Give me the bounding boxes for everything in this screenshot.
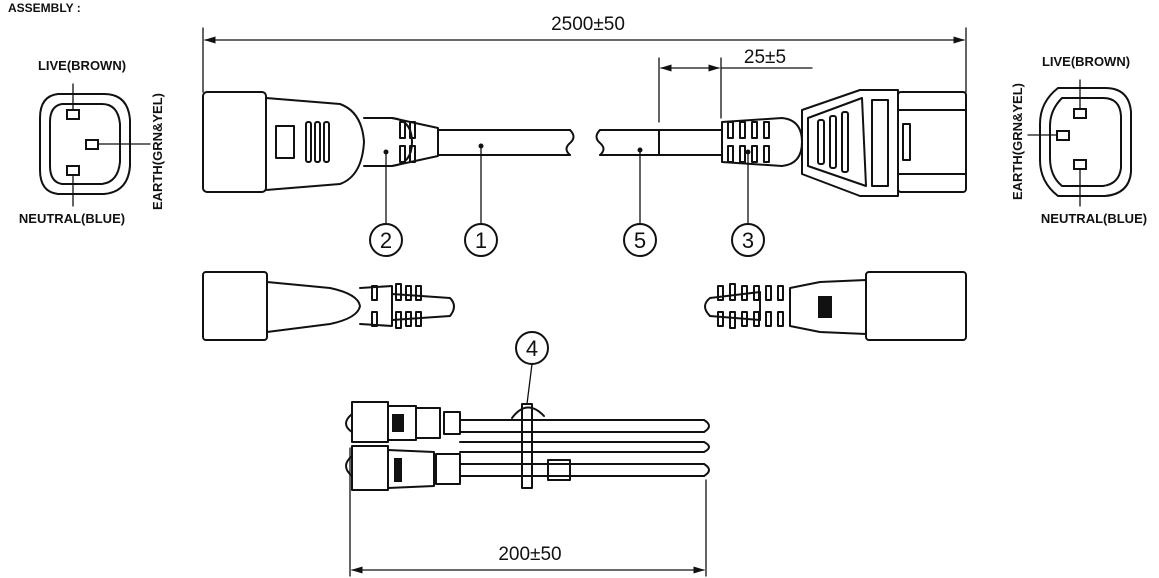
cable-tie-callout: 4: [515, 331, 549, 405]
right-connector-top: [721, 89, 967, 197]
right-neutral-pin: [1073, 159, 1087, 170]
callout-label-2: 2: [380, 228, 392, 253]
right-neutral-label: NEUTRAL(BLUE): [1041, 211, 1147, 226]
coil-length-label: 200±50: [498, 544, 561, 565]
overall-length-label: 2500±50: [551, 14, 625, 35]
callout-label-4: 4: [526, 336, 538, 361]
callout-label-5: 5: [634, 228, 646, 253]
coil-length-dimension: 200±50: [349, 447, 707, 577]
left-live-label: LIVE(BROWN): [38, 58, 126, 73]
overall-length-dimension: 2500±50: [202, 14, 967, 93]
callout-5: 5: [623, 223, 657, 257]
left-plug-face: LIVE(BROWN) EARTH(GRN&YEL) NEUTRAL(BLUE): [19, 58, 165, 226]
cable-top-left: [437, 129, 575, 156]
coiled-cable-bundle: [345, 401, 710, 491]
right-earth-label: EARTH(GRN&YEL): [1010, 83, 1025, 200]
right-connector-side: [704, 271, 967, 341]
callout-leaders: [385, 145, 749, 225]
left-connector-top: [202, 91, 439, 193]
right-plug-face: LIVE(BROWN) EARTH(GRN&YEL) NEUTRAL(BLUE): [1010, 54, 1147, 226]
callout-3: 3: [731, 223, 765, 257]
callout-label-1: 1: [475, 228, 487, 253]
strip-length-label: 25±5: [744, 47, 786, 68]
callout-1: 1: [464, 223, 498, 257]
right-earth-pin: [1056, 130, 1070, 141]
right-live-pin: [1073, 108, 1087, 119]
cable-tie: [521, 403, 533, 489]
cable-top-right: [595, 129, 723, 156]
left-earth-label: EARTH(GRN&YEL): [150, 93, 165, 210]
strip-length-dimension: 25±5: [658, 47, 813, 123]
assembly-title: ASSEMBLY :: [8, 1, 81, 15]
neutral-pin: [66, 165, 80, 176]
callout-label-3: 3: [742, 228, 754, 253]
live-pin: [66, 109, 80, 120]
callout-2: 2: [369, 223, 403, 257]
left-connector-side: [202, 271, 455, 341]
earth-pin: [85, 139, 99, 150]
right-live-label: LIVE(BROWN): [1042, 54, 1130, 69]
left-neutral-label: NEUTRAL(BLUE): [19, 211, 125, 226]
